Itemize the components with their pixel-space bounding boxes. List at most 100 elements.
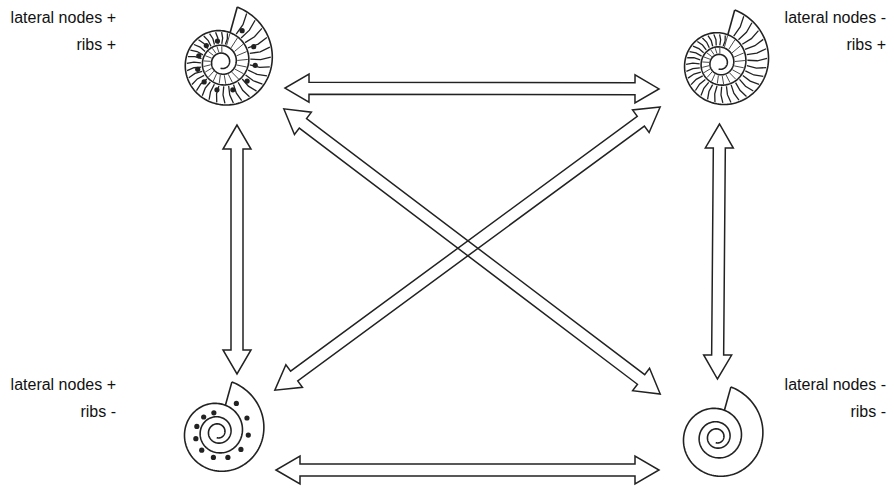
shell-rib <box>688 72 701 78</box>
shell-fill <box>685 10 769 104</box>
shell-rib <box>248 37 267 47</box>
shell-rib <box>719 48 720 54</box>
lateral-node <box>214 87 219 92</box>
state-label: lateral nodes + ribs + <box>2 4 116 58</box>
shell-rib <box>228 74 232 82</box>
shell-rib <box>212 48 216 53</box>
shell-rib <box>701 82 709 95</box>
shell-rib <box>721 87 723 103</box>
shell-rib <box>686 68 699 71</box>
lateral-node <box>196 53 201 58</box>
double-arrow <box>275 107 660 390</box>
shell-rib <box>222 32 223 44</box>
shell-rib <box>708 36 713 47</box>
ammonite-figure <box>185 7 272 105</box>
double-arrow <box>704 124 734 379</box>
shell-rib <box>219 75 220 83</box>
shell-rib <box>245 28 262 42</box>
shell-rib <box>736 83 747 97</box>
shell-rib <box>221 46 222 52</box>
shell-rib <box>227 34 230 46</box>
ammonite-figure <box>184 382 263 471</box>
shell-aperture <box>225 382 231 405</box>
shell-rib <box>197 79 207 91</box>
shell-rib <box>190 50 203 55</box>
shell-rib <box>248 70 267 76</box>
shell-spiral <box>683 387 762 476</box>
double-arrow <box>223 125 251 374</box>
lateral-node <box>253 63 258 68</box>
state-label: lateral nodes - ribs - <box>772 371 886 425</box>
lateral-node <box>211 410 216 415</box>
shell-fill <box>184 382 263 471</box>
shell-rib <box>697 42 706 50</box>
shell-rib <box>742 31 758 45</box>
lateral-node <box>211 455 216 460</box>
shell-rib <box>704 57 710 59</box>
lateral-node <box>240 28 245 33</box>
shell-spiral <box>685 10 769 104</box>
shell-rib <box>743 75 759 84</box>
shell-rib <box>213 74 216 81</box>
shell-rib <box>687 58 700 60</box>
shell-rib <box>707 53 712 57</box>
shell-rib <box>730 73 736 80</box>
shell-rib <box>711 50 714 55</box>
shell-rib <box>740 79 754 91</box>
shell-rib <box>702 61 709 62</box>
shell-rib <box>205 56 211 58</box>
shell-rib <box>745 39 763 49</box>
double-arrow <box>285 74 659 103</box>
shell-aperture <box>728 10 735 35</box>
ammonite-figure <box>683 387 762 476</box>
shell-rib <box>731 85 739 100</box>
shell-rib <box>232 72 239 79</box>
shell-rib <box>729 40 735 49</box>
shell-rib <box>738 23 751 40</box>
shell-rib <box>208 51 213 55</box>
shell-rib <box>237 52 247 56</box>
lateral-node <box>195 67 200 72</box>
lateral-node <box>202 79 207 84</box>
shell-rib <box>686 63 700 64</box>
double-arrow <box>284 109 660 394</box>
shell-rib <box>234 44 243 51</box>
shell-rib <box>747 49 766 55</box>
shell-rib <box>724 36 727 47</box>
shell-rib <box>205 68 212 72</box>
shell-rib <box>734 16 744 36</box>
shell-rib <box>231 38 237 48</box>
shell-rib <box>722 76 723 84</box>
lateral-node <box>234 401 239 406</box>
shell-rib <box>210 34 215 45</box>
shell-rib <box>250 57 270 60</box>
shell-rib <box>189 71 202 77</box>
lateral-node <box>246 432 251 437</box>
shell-rib <box>708 85 713 100</box>
shell-rib <box>707 72 712 78</box>
shell-rib <box>714 34 716 45</box>
shell-rib <box>715 86 717 102</box>
shell-rib <box>691 76 703 85</box>
shell-rib <box>209 71 214 77</box>
shell-rib <box>734 66 744 68</box>
lateral-node <box>245 79 250 84</box>
state-label: lateral nodes - ribs + <box>772 4 886 58</box>
state-label: lateral nodes + ribs - <box>2 371 116 425</box>
shell-rib <box>237 59 248 60</box>
ammonite-node: lateral nodes + ribs - <box>166 380 270 484</box>
shell-rib <box>204 65 211 67</box>
shell-rib <box>242 79 256 91</box>
shell-fill <box>185 7 272 105</box>
double-arrow <box>276 456 659 484</box>
shell-rib <box>726 75 730 83</box>
shell-rib <box>237 65 247 67</box>
shell-rib <box>745 71 763 77</box>
shell-rib <box>734 53 744 57</box>
shell-rib <box>695 79 705 90</box>
shell-rib <box>747 58 767 60</box>
lateral-node <box>244 415 249 420</box>
